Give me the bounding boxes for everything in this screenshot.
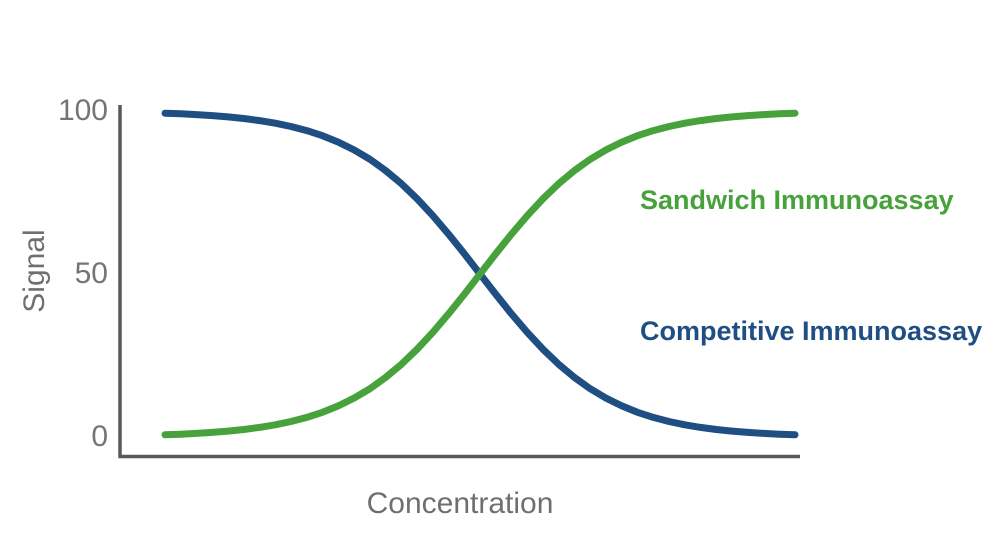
x-axis-title: Concentration	[366, 487, 554, 520]
y-tick-50: 50	[74, 257, 108, 290]
axis-lines	[118, 105, 800, 459]
y-axis-title: Signal	[18, 229, 51, 313]
y-tick-100: 100	[57, 94, 108, 127]
y-tick-0: 0	[91, 420, 108, 453]
series-label-competitive: Competitive Immunoassay	[640, 316, 983, 346]
curve-group	[161, 109, 799, 439]
series-label-sandwich: Sandwich Immunoassay	[640, 185, 954, 215]
curve-sandwich-immunoassay	[161, 109, 799, 439]
